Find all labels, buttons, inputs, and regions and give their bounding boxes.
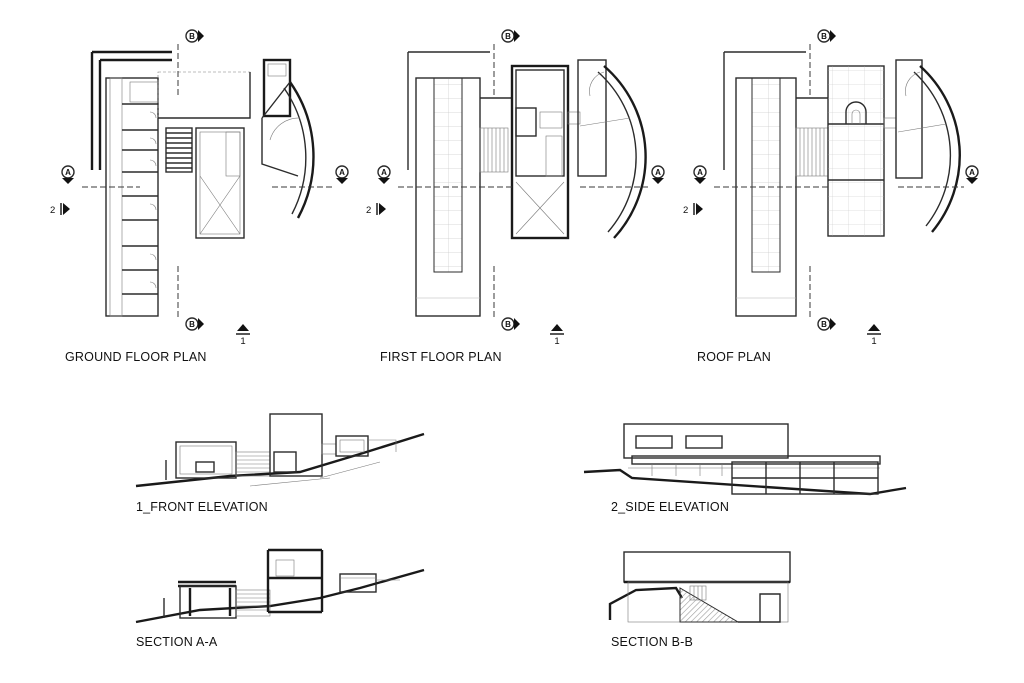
section-b-label: B xyxy=(821,320,827,329)
section-marker-b-bottom: B xyxy=(501,317,520,331)
section-a-label: A xyxy=(65,168,71,177)
section-b-b: SECTION B-B xyxy=(608,551,791,649)
elevation-2-number: 2 xyxy=(50,205,55,216)
elevation-2-number: 2 xyxy=(683,205,688,216)
elevation-marker-2: 2 xyxy=(366,203,386,216)
elevation-marker-2: 2 xyxy=(683,203,703,216)
section-a-label: A xyxy=(969,168,975,177)
section-marker-b-top: B xyxy=(817,29,836,43)
section-marker-a-right: A xyxy=(965,165,979,184)
elevation-marker-1: 1 xyxy=(550,324,564,347)
section-a-label: A xyxy=(339,168,345,177)
ground-floor-plan: B B A A 2 1 GROUND FLOOR PLAN xyxy=(50,29,349,364)
ground-floor-plan-title: GROUND FLOOR PLAN xyxy=(65,350,207,364)
roof-plan: B B A A 2 1 ROOF PLAN xyxy=(683,29,979,364)
elevation-marker-1: 1 xyxy=(867,324,881,347)
section-b-label: B xyxy=(505,32,511,41)
first-floor-plan: B B A A 2 1 FIRST FLOOR PLAN xyxy=(366,29,665,364)
section-b-label: B xyxy=(189,320,195,329)
section-a-label: A xyxy=(697,168,703,177)
section-b-label: B xyxy=(505,320,511,329)
section-b-b-title: SECTION B-B xyxy=(611,635,693,649)
elevation-marker-2: 2 xyxy=(50,203,70,216)
roof-plan-title: ROOF PLAN xyxy=(697,350,771,364)
section-b-label: B xyxy=(821,32,827,41)
elevation-1-number: 1 xyxy=(240,336,245,347)
section-marker-a-right: A xyxy=(335,165,349,184)
front-elevation-title: 1_FRONT ELEVATION xyxy=(136,500,268,514)
section-marker-b-bottom: B xyxy=(185,317,204,331)
side-elevation-title: 2_SIDE ELEVATION xyxy=(611,500,729,514)
section-marker-a-right: A xyxy=(651,165,665,184)
section-marker-a-left: A xyxy=(377,165,391,184)
front-elevation: 1_FRONT ELEVATION xyxy=(135,413,425,514)
first-floor-plan-title: FIRST FLOOR PLAN xyxy=(380,350,502,364)
section-a-a-title: SECTION A-A xyxy=(136,635,218,649)
section-marker-b-top: B xyxy=(185,29,204,43)
elevation-2-number: 2 xyxy=(366,205,371,216)
section-marker-a-left: A xyxy=(693,165,707,184)
section-marker-b-top: B xyxy=(501,29,520,43)
elevation-marker-1: 1 xyxy=(236,324,250,347)
section-a-label: A xyxy=(381,168,387,177)
section-marker-b-bottom: B xyxy=(817,317,836,331)
section-b-label: B xyxy=(189,32,195,41)
section-a-a: SECTION A-A xyxy=(135,548,425,649)
side-elevation: 2_SIDE ELEVATION xyxy=(583,423,907,514)
section-marker-a-left: A xyxy=(61,165,75,184)
elevation-1-number: 1 xyxy=(871,336,876,347)
elevation-1-number: 1 xyxy=(554,336,559,347)
section-a-label: A xyxy=(655,168,661,177)
